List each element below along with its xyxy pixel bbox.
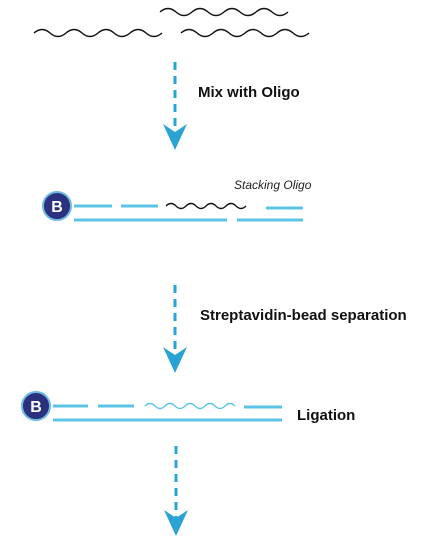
arrow-separation <box>163 285 187 373</box>
wavy-strand-left <box>33 28 163 38</box>
wavy-rna-blue <box>144 402 236 410</box>
wavy-strand-bottom-right <box>180 28 310 38</box>
bead-icon <box>21 391 51 421</box>
wavy-strand-top-right <box>159 7 289 17</box>
arrowhead-icon <box>163 347 187 373</box>
bead-letter: B <box>51 199 63 216</box>
ligation-label: Ligation <box>297 407 355 424</box>
stacking-oligo-label: Stacking Oligo <box>234 178 312 192</box>
arrow-mix <box>163 62 187 150</box>
arrowhead-icon <box>164 510 188 536</box>
arrow-final <box>164 446 188 536</box>
ligation-complex: B <box>21 391 282 422</box>
stacking-complex: Stacking Oligo B <box>42 178 312 222</box>
mix-label: Mix with Oligo <box>198 84 300 101</box>
arrowhead-icon <box>163 124 187 150</box>
bead-icon <box>42 191 72 221</box>
free-strands <box>33 7 310 38</box>
bead-letter: B <box>30 399 42 416</box>
separation-label: Streptavidin-bead separation <box>200 307 407 324</box>
wavy-rna-black <box>165 202 247 210</box>
